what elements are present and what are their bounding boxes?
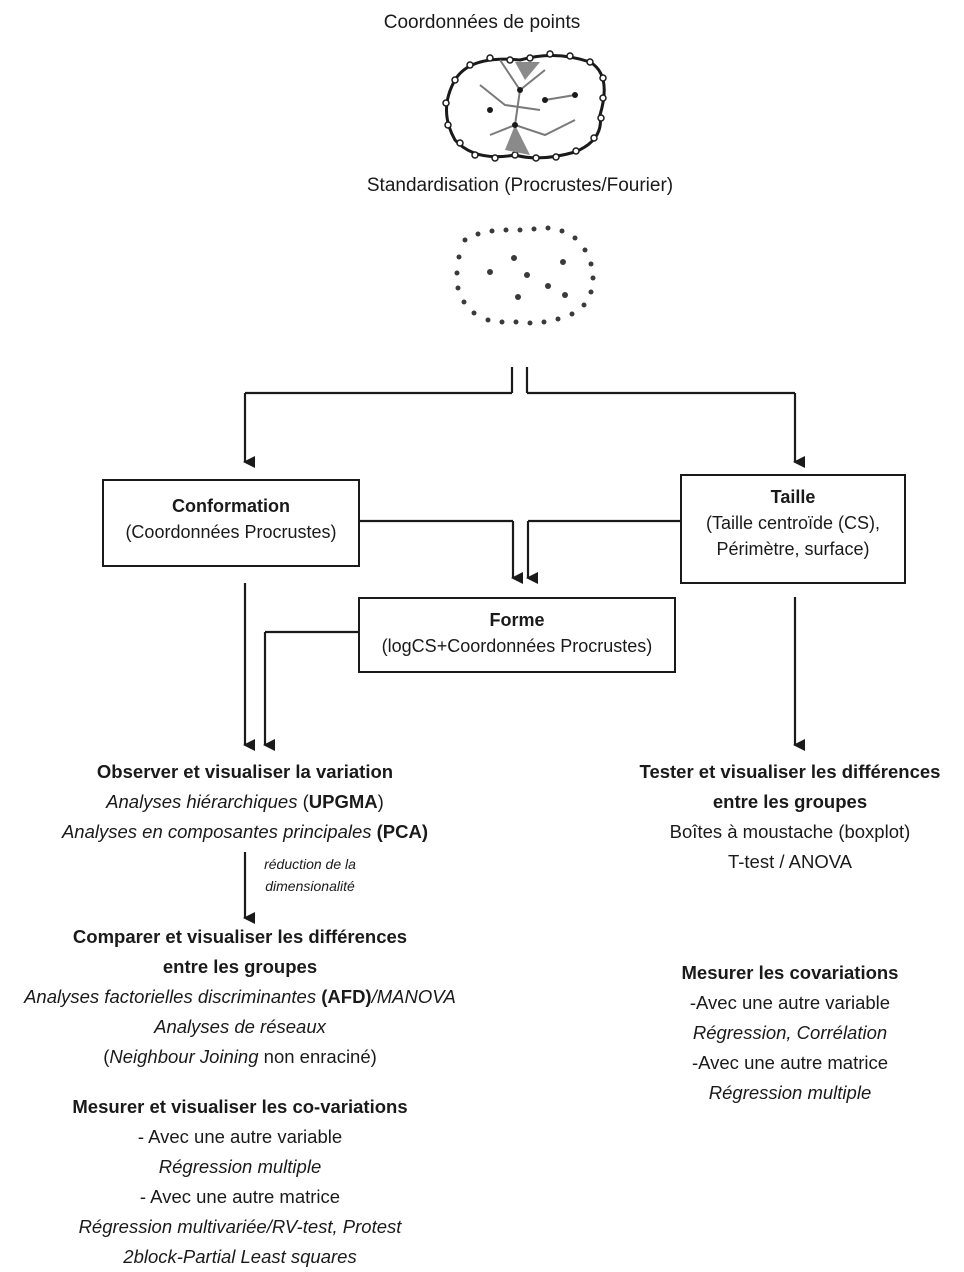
covariation-left-line-3: - Avec une autre matrice xyxy=(139,1186,341,1207)
taille-subtitle-2: Périmètre, surface) xyxy=(716,539,870,560)
covariation-left-line-1: - Avec une autre variable xyxy=(137,1126,343,1147)
standardized-landmarks-icon xyxy=(454,225,596,326)
test-line-2: T-test / ANOVA xyxy=(727,851,853,872)
covariation-left-line-5: 2block-Partial Least squares xyxy=(123,1246,357,1267)
covariation-right-line-2: Régression, Corrélation xyxy=(692,1022,888,1043)
observe-line-2: Analyses en composantes principales (PCA… xyxy=(61,821,429,842)
covariation-left-line-4: Régression multivariée/RV-test, Protest xyxy=(78,1216,402,1237)
covariation-left-line-2: Régression multiple xyxy=(158,1156,322,1177)
test-title-2: entre les groupes xyxy=(712,791,868,812)
covariation-right-line-3: -Avec une autre matrice xyxy=(691,1052,889,1073)
forme-title: Forme xyxy=(489,610,545,630)
compare-title-2: entre les groupes xyxy=(162,956,318,977)
compare-block: Comparer et visualiser les différences e… xyxy=(5,922,475,1072)
compare-title-1: Comparer et visualiser les différences xyxy=(72,926,408,947)
forme-box: Forme (logCS+Coordonnées Procrustes) xyxy=(358,597,676,673)
test-line-1: Boîtes à moustache (boxplot) xyxy=(669,821,911,842)
conformation-box: Conformation (Coordonnées Procrustes) xyxy=(102,479,360,567)
compare-line-1: Analyses factorielles discriminantes (AF… xyxy=(24,986,456,1007)
observe-title: Observer et visualiser la variation xyxy=(96,761,394,782)
observe-block: Observer et visualiser la variation Anal… xyxy=(20,757,470,847)
test-block: Tester et visualiser les différences ent… xyxy=(618,757,962,877)
covariation-left-title: Mesurer et visualiser les co-variations xyxy=(72,1096,408,1117)
compare-line-3: (Neighbour Joining non enraciné) xyxy=(103,1046,377,1067)
covariation-right-block: Mesurer les covariations -Avec une autre… xyxy=(640,958,940,1108)
conformation-title: Conformation xyxy=(172,496,290,516)
covariation-left-block: Mesurer et visualiser les co-variations … xyxy=(20,1092,460,1272)
conformation-subtitle: (Coordonnées Procrustes) xyxy=(125,522,337,543)
landmark-outline-icon xyxy=(442,50,607,162)
covariation-right-line-1: -Avec une autre variable xyxy=(689,992,891,1013)
covariation-right-title: Mesurer les covariations xyxy=(681,962,899,983)
covariation-right-line-4: Régression multiple xyxy=(708,1082,872,1103)
standardisation-label: Standardisation (Procrustes/Fourier) xyxy=(366,175,674,196)
test-title-1: Tester et visualiser les différences xyxy=(639,761,941,782)
taille-box: Taille (Taille centroïde (CS), Périmètre… xyxy=(680,474,906,584)
compare-line-2: Analyses de réseaux xyxy=(154,1016,326,1037)
taille-subtitle-1: (Taille centroïde (CS), xyxy=(705,513,881,534)
forme-subtitle: (logCS+Coordonnées Procrustes) xyxy=(381,636,653,657)
taille-title: Taille xyxy=(770,487,816,507)
reduction-note: réduction de la dimensionalité xyxy=(264,856,356,894)
point-coordinates-label: Coordonnées de points xyxy=(383,12,581,33)
observe-line-1: Analyses hiérarchiques (UPGMA) xyxy=(106,791,384,812)
